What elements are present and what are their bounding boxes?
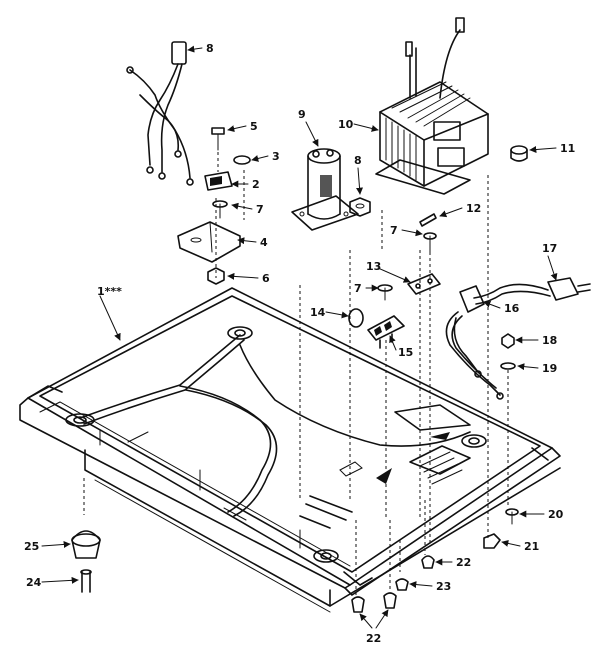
callout-16: 16	[504, 302, 520, 315]
callout-12: 12	[466, 202, 481, 215]
callout-23: 23	[436, 580, 451, 593]
callout-14: 14	[310, 306, 326, 319]
nut-8	[349, 197, 371, 217]
callout-18: 18	[542, 334, 557, 347]
alignment-lines	[83, 140, 509, 598]
callout-15: 15	[398, 346, 413, 359]
callout-10: 10	[338, 118, 354, 131]
capacitor	[291, 148, 359, 231]
callout-17: 17	[542, 242, 557, 255]
callout-22-bottom: 22	[366, 632, 381, 645]
callout-19: 19	[542, 362, 557, 375]
callout-7-middle: 7	[390, 224, 398, 237]
transformer	[375, 17, 489, 195]
callout-8-harness: 8	[206, 42, 214, 55]
callout-labels: 1*** 2 3 4 5 6 7 7 7 8 8 9 10 11 12 13 1…	[24, 42, 575, 645]
callout-21: 21	[524, 540, 539, 553]
callout-7-upper: 7	[256, 203, 264, 216]
callout-6: 6	[262, 272, 270, 285]
callout-1: 1***	[97, 285, 122, 298]
bracket-assembly	[177, 127, 251, 285]
bottom-hardware	[71, 508, 519, 613]
callout-8-nut: 8	[354, 154, 362, 167]
callout-4: 4	[260, 236, 268, 249]
power-cord	[445, 277, 591, 400]
callout-3: 3	[272, 150, 280, 163]
leader-lines	[41, 45, 558, 629]
callout-2: 2	[252, 178, 260, 191]
callout-9: 9	[298, 108, 306, 121]
callout-5: 5	[250, 120, 258, 133]
callout-20: 20	[548, 508, 564, 521]
grommet-11	[510, 145, 528, 162]
base-plate	[19, 287, 561, 613]
callout-13: 13	[366, 260, 381, 273]
callout-24: 24	[26, 576, 42, 589]
callout-25: 25	[24, 540, 39, 553]
wire-harness	[126, 41, 194, 186]
callout-22-right: 22	[456, 556, 471, 569]
callout-11: 11	[560, 142, 575, 155]
callout-7-lower: 7	[354, 282, 362, 295]
